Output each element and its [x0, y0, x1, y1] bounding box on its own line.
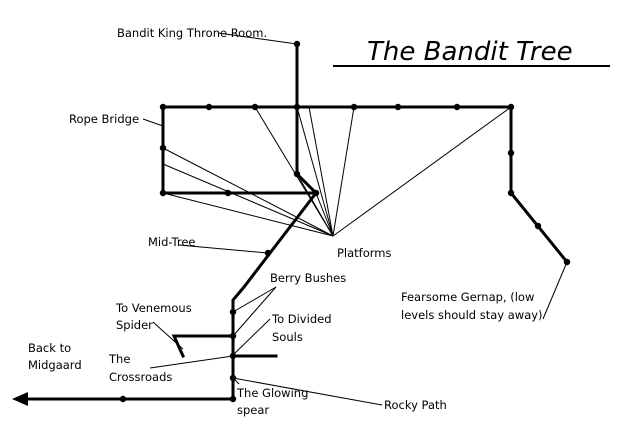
- location-labels: Bandit King Throne Room. Rope Bridge Pla…: [28, 26, 543, 417]
- label-rope-bridge: Rope Bridge: [69, 112, 139, 126]
- node-top-7: [453, 103, 461, 111]
- node-berry-1: [229, 308, 237, 316]
- node-berry-2: [229, 332, 237, 340]
- pointer-platform-2: [162, 163, 334, 237]
- path-venemous-spider: [171, 334, 235, 358]
- node-top-8: [507, 103, 515, 111]
- node-throne-room: [293, 40, 301, 48]
- pointer-throne-room: [217, 32, 298, 45]
- map-title: The Bandit Tree: [367, 37, 573, 67]
- pointer-divided-souls: [232, 318, 271, 356]
- node-mid-tree: [264, 249, 272, 257]
- label-venemous-spider-line1: To Venemous: [115, 301, 192, 315]
- node-left-2: [159, 189, 167, 197]
- node-crossroads: [229, 352, 237, 360]
- pointer-rope-bridge: [142, 118, 164, 127]
- node-back-road: [119, 395, 127, 403]
- node-bottom-1: [224, 189, 232, 197]
- pointer-mid-tree: [178, 244, 269, 254]
- pointer-berry-2: [232, 286, 277, 337]
- label-platforms: Platforms: [337, 246, 392, 260]
- label-mid-tree: Mid-Tree: [148, 235, 195, 249]
- node-right-1: [507, 149, 515, 157]
- node-top-2: [205, 103, 213, 111]
- pointer-platform-8: [332, 106, 512, 237]
- path-throne-loop: [295, 105, 319, 196]
- label-venemous-spider-line2: Spider: [116, 318, 153, 332]
- label-back-to-midgaard-line1: Back to: [28, 341, 71, 355]
- node-gernap: [563, 258, 571, 266]
- label-gernap-line1: Fearsome Gernap, (low: [401, 290, 534, 304]
- node-rocky-path: [229, 374, 237, 382]
- pointer-gernap: [542, 261, 568, 320]
- pointer-platform-9: [296, 173, 334, 237]
- arrowhead-back-to-midgaard: [12, 392, 28, 406]
- label-divided-souls-line2: Souls: [272, 330, 303, 344]
- pointer-platform-3: [162, 192, 334, 237]
- label-berry-bushes: Berry Bushes: [270, 271, 346, 285]
- pointer-lines: [142, 32, 568, 406]
- label-gernap-line2: levels should stay away): [401, 308, 543, 322]
- label-rocky-path: Rocky Path: [384, 398, 447, 412]
- node-gernap-mid: [534, 222, 542, 230]
- pointer-platform-10: [315, 192, 334, 237]
- label-divided-souls-line1: To Divided: [271, 312, 332, 326]
- node-right-2: [507, 189, 515, 197]
- node-top-1: [159, 103, 167, 111]
- pointer-berry-1: [232, 286, 277, 313]
- pointer-platform-5: [296, 106, 334, 237]
- label-throne-room: Bandit King Throne Room.: [117, 26, 267, 40]
- node-throne-loop: [293, 170, 301, 178]
- node-top-5: [350, 103, 358, 111]
- node-top-3: [251, 103, 259, 111]
- label-back-to-midgaard-line2: Midgaard: [28, 358, 82, 372]
- pointer-platform-6: [308, 106, 334, 237]
- label-glowing-spear-line2: spear: [237, 403, 269, 417]
- pointer-rocky-path: [232, 377, 383, 406]
- pointer-crossroads: [149, 355, 234, 369]
- node-top-6: [394, 103, 402, 111]
- node-bottom-2: [312, 189, 320, 197]
- label-glowing-spear-line1: The Glowing: [236, 386, 308, 400]
- node-glowing-spear: [229, 395, 237, 403]
- room-nodes: [119, 40, 571, 403]
- label-crossroads-line1: The: [108, 352, 130, 366]
- label-crossroads-line2: Crossroads: [109, 370, 172, 384]
- node-left-1: [159, 144, 167, 152]
- pointer-platform-7: [332, 106, 355, 237]
- node-top-4: [293, 103, 301, 111]
